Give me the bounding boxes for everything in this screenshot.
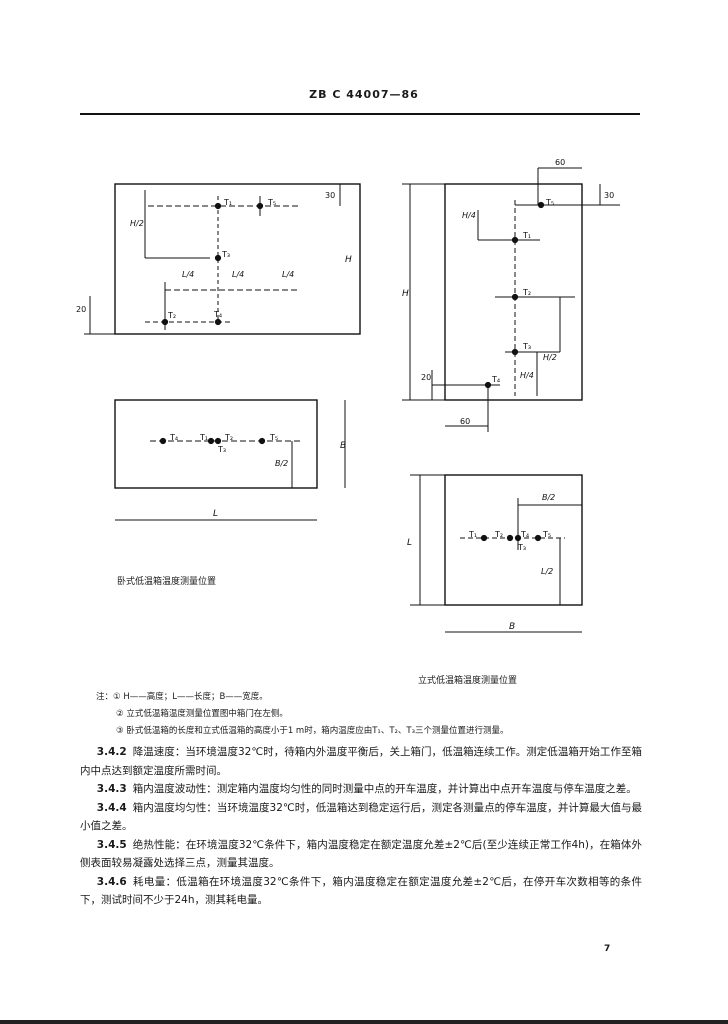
point-t3 bbox=[214, 254, 222, 262]
label-60-top: 60 bbox=[555, 158, 565, 167]
point-t5 bbox=[537, 201, 545, 209]
point-t4 bbox=[214, 318, 222, 326]
label-20: 20 bbox=[421, 373, 431, 382]
note-3: ③ 卧式低温箱的长度和立式低温箱的高度小于1 m时，箱内温度应由T₁、T₂、T₃… bbox=[116, 726, 509, 736]
point-t4 bbox=[159, 437, 167, 445]
point-t4 bbox=[484, 381, 492, 389]
section-3-4-3: 3.4.3 箱内温度波动性：测定箱内温度均匀性的同时测量中点的开车温度，并计算出中… bbox=[80, 780, 642, 799]
label-b: B bbox=[340, 441, 346, 451]
point-t1 bbox=[207, 437, 215, 445]
label-t2: T₂ bbox=[494, 530, 503, 539]
vertical-front-view: T₅ T₁ T₂ T₃ T₄ 60 30 H H/4 H/2 H/4 20 60 bbox=[402, 158, 620, 432]
caption-vertical: 立式低温箱温度测量位置 bbox=[418, 676, 518, 686]
label-t1: T₁ bbox=[522, 231, 531, 240]
page-number: 7 bbox=[604, 944, 611, 954]
note-2: ② 立式低温箱温度测量位置图中箱门在左侧。 bbox=[116, 709, 288, 719]
section-text: 绝热性能：在环境温度32℃条件下，箱内温度稳定在额定温度允差±2℃后(至少连续正… bbox=[80, 838, 642, 870]
section-number: 3.4.3 bbox=[96, 783, 127, 795]
label-l: L bbox=[407, 538, 412, 548]
label-30: 30 bbox=[325, 191, 335, 200]
caption-horizontal: 卧式低温箱温度测量位置 bbox=[117, 577, 217, 587]
label-t1: T₁ bbox=[468, 530, 477, 539]
label-t5: T₅ bbox=[267, 198, 276, 207]
vertical-top-view: T₁ T₂ T₄ T₃ T₅ B/2 L L/2 B bbox=[407, 474, 583, 633]
note-1-text: ① H——高度；L——长度；B——宽度。 bbox=[113, 692, 268, 702]
bottom-scan-edge bbox=[0, 1020, 728, 1024]
standard-number-header: ZB C 44007—86 bbox=[309, 88, 419, 101]
note-prefix: 注： bbox=[96, 692, 114, 702]
label-l-quarter-1: L/4 bbox=[182, 270, 194, 279]
label-h-quarter-bottom: H/4 bbox=[520, 371, 534, 380]
label-t4: T₄ bbox=[213, 310, 222, 319]
label-l-quarter-2: L/4 bbox=[232, 270, 244, 279]
label-20: 20 bbox=[76, 305, 86, 314]
label-b-half: B/2 bbox=[542, 493, 555, 502]
point-t3 bbox=[511, 348, 519, 356]
label-t3: T₃ bbox=[217, 445, 226, 454]
point-t1 bbox=[511, 236, 519, 244]
label-t1: T₁ bbox=[223, 198, 232, 207]
label-t5: T₅ bbox=[545, 198, 554, 207]
vertical-top-box bbox=[444, 474, 583, 606]
point-t1 bbox=[480, 534, 488, 542]
horizontal-top-view: T₄ T₁ T₂ T₃ T₅ B/2 B L bbox=[114, 399, 346, 521]
label-h: H bbox=[402, 289, 409, 299]
label-t1: T₁ bbox=[199, 433, 208, 442]
point-t2 bbox=[214, 437, 222, 445]
label-h-half: H/2 bbox=[130, 219, 144, 228]
label-t3: T₃ bbox=[522, 342, 531, 351]
point-t5 bbox=[256, 202, 264, 210]
label-t5: T₅ bbox=[269, 433, 278, 442]
section-text: 箱内温度波动性：测定箱内温度均匀性的同时测量中点的开车温度，并计算出中点开车温度… bbox=[132, 783, 637, 795]
point-t5 bbox=[258, 437, 266, 445]
notes: 注：① H——高度；L——长度；B——宽度。 ② 立式低温箱温度测量位置图中箱门… bbox=[96, 689, 656, 740]
point-t4 bbox=[514, 534, 522, 542]
measurement-diagrams: T₁ T₅ T₃ T₂ T₄ L/4 L/4 L/4 H/2 30 H 20 T… bbox=[76, 158, 620, 633]
section-number: 3.4.2 bbox=[96, 746, 127, 758]
label-h-quarter-top: H/4 bbox=[462, 211, 476, 220]
point-t2 bbox=[161, 318, 169, 326]
label-t2: T₂ bbox=[522, 288, 531, 297]
point-t5 bbox=[534, 534, 542, 542]
vertical-front-box bbox=[444, 183, 583, 401]
label-t4: T₄ bbox=[520, 530, 529, 539]
label-t2: T₂ bbox=[224, 433, 233, 442]
label-b: B bbox=[509, 622, 515, 632]
label-t4: T₄ bbox=[491, 375, 500, 384]
label-60-bottom: 60 bbox=[460, 417, 470, 426]
note-1: 注：① H——高度；L——长度；B——宽度。 bbox=[96, 689, 656, 706]
label-l-half: L/2 bbox=[541, 567, 553, 576]
section-number: 3.4.5 bbox=[96, 838, 127, 851]
point-t2 bbox=[511, 293, 519, 301]
label-t2: T₂ bbox=[167, 311, 176, 320]
section-text: 降温速度：当环境温度32℃时，待箱内外温度平衡后，关上箱门，低温箱连续工作。测定… bbox=[80, 746, 642, 777]
label-l-quarter-3: L/4 bbox=[282, 270, 294, 279]
point-t1 bbox=[214, 202, 222, 210]
point-t2 bbox=[506, 534, 514, 542]
horizontal-front-view: T₁ T₅ T₃ T₂ T₄ L/4 L/4 L/4 H/2 30 H 20 bbox=[76, 183, 361, 335]
horizontal-top-box bbox=[114, 399, 318, 489]
label-t3: T₃ bbox=[517, 543, 526, 552]
label-h: H bbox=[345, 255, 352, 265]
label-h-half: H/2 bbox=[543, 353, 557, 362]
label-t3: T₃ bbox=[221, 250, 230, 259]
section-text: 耗电量：低温箱在环境温度32℃条件下，箱内温度稳定在额定温度允差±2℃后，在停开… bbox=[80, 875, 642, 907]
label-t4: T₄ bbox=[169, 433, 178, 442]
section-text: 箱内温度均匀性：当环境温度32℃时，低温箱达到稳定运行后，测定各测量点的停车温度… bbox=[80, 801, 642, 833]
section-number: 3.4.4 bbox=[96, 801, 127, 814]
label-t5: T₅ bbox=[542, 530, 551, 539]
label-b-half: B/2 bbox=[275, 459, 288, 468]
header-rule bbox=[80, 113, 640, 115]
section-number: 3.4.6 bbox=[96, 875, 127, 888]
label-l: L bbox=[213, 509, 218, 519]
label-30: 30 bbox=[604, 191, 614, 200]
